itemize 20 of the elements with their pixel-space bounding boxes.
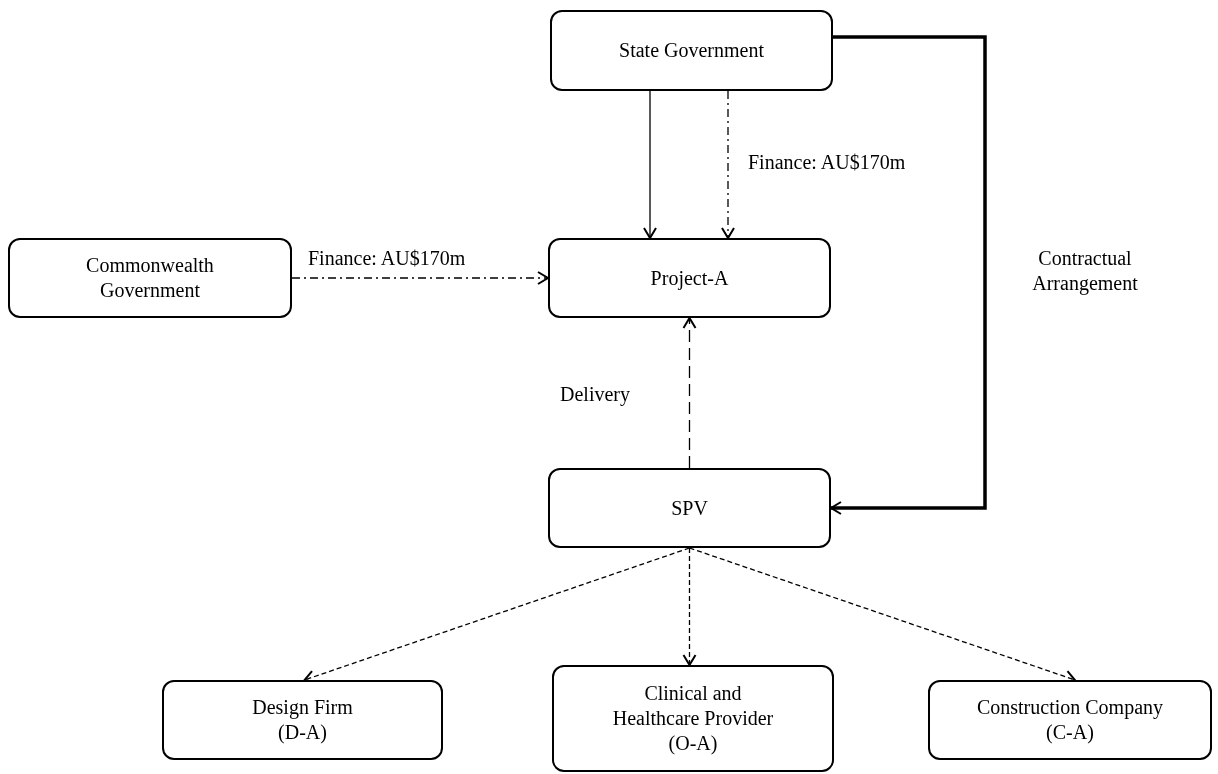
box-label: Project-A	[650, 265, 729, 291]
arrow	[682, 317, 697, 469]
box-label: Clinical and Healthcare Provider (O-A)	[611, 681, 775, 756]
process-box	[162, 680, 443, 760]
arrow	[830, 35, 987, 515]
process-box	[548, 468, 831, 548]
arrow	[682, 547, 697, 666]
process-box	[548, 238, 831, 318]
arrow	[291, 271, 549, 285]
box-label: State Government	[619, 38, 764, 63]
arrow	[643, 90, 657, 239]
box-label: Design Firm (D-A)	[251, 695, 354, 745]
process-box	[552, 665, 834, 772]
box-label: SPV	[671, 495, 708, 521]
process-box	[550, 10, 833, 91]
box-label: Commonwealth Government	[85, 253, 215, 303]
process-box	[928, 680, 1212, 760]
arrow	[721, 90, 735, 239]
process-box	[8, 238, 292, 318]
box-label: Construction Company (C-A)	[975, 695, 1165, 745]
